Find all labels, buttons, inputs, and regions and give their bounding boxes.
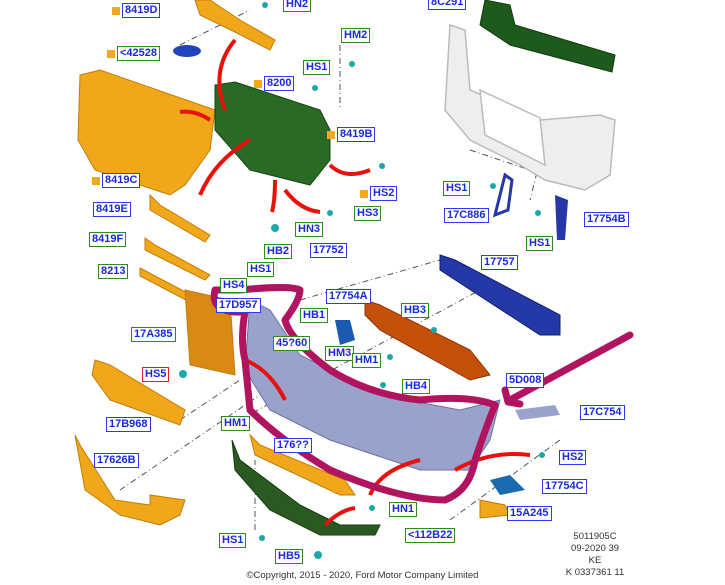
new-part-marker-icon [327,131,335,139]
bracket-17C886 [492,172,514,218]
part-callout[interactable]: 17C886 [444,208,489,223]
ford-oval-emblem [173,45,201,57]
part-callout[interactable]: 17754A [326,289,371,304]
part-callout[interactable]: HS2 [559,450,587,465]
bracket-17754C [490,475,525,495]
part-callout[interactable]: HB2 [264,244,293,259]
part-callout[interactable]: HM1 [352,353,382,368]
part-callout[interactable]: 8200 [264,76,295,91]
bumper-cover [244,299,501,471]
reinforcement-beam [439,254,561,336]
part-callout[interactable]: 17754B [584,212,629,227]
part-callout[interactable]: 17B968 [106,417,151,432]
part-callout[interactable]: 8213 [98,264,129,279]
part-callout[interactable]: HS4 [220,278,248,293]
drawing-code: KE [588,555,602,566]
part-callout[interactable]: <112B22 [405,528,456,543]
lower-valance [231,439,381,536]
part-callout[interactable]: HS5 [142,367,170,382]
part-callout[interactable]: HS1 [219,533,247,548]
part-callout[interactable]: 8419D [122,3,161,18]
part-callout[interactable]: HN3 [295,222,324,237]
part-callout[interactable]: 17A385 [131,327,176,342]
bracket-17754A [335,320,355,345]
highlight-annotation [210,284,634,504]
part-callout[interactable]: HB4 [402,379,431,394]
part-callout[interactable]: HB5 [275,549,304,564]
drawing-number: 5011905C [573,531,617,542]
part-callout[interactable]: HN1 [389,502,418,517]
trim-17C754 [515,405,560,420]
part-callout[interactable]: HN2 [283,0,312,12]
part-callout[interactable]: 17752 [310,243,347,258]
part-callout[interactable]: 8419B [337,127,376,142]
copyright: ©Copyright, 2015 - 2020, Ford Motor Comp… [246,570,479,581]
direction-arrows [179,38,531,527]
part-callout[interactable]: HB1 [300,308,329,323]
grille-trim-parts [74,0,511,526]
part-callout[interactable]: HS1 [526,236,554,251]
part-callout[interactable]: 176?? [274,438,312,453]
part-callout[interactable]: HM2 [341,28,371,43]
part-callout[interactable]: 8419F [89,232,127,247]
part-callout[interactable]: HM3 [325,346,355,361]
drawing-reference: K 0337361 11 [565,567,625,578]
part-callout[interactable]: HM1 [221,416,251,431]
part-callout[interactable]: 15A245 [507,506,552,521]
radiator-deflector [479,0,616,73]
part-callout[interactable]: 17757 [481,255,518,270]
drawing-date: 09-2020 39 [570,543,620,554]
new-part-marker-icon [107,50,115,58]
part-callout[interactable]: HS1 [247,262,275,277]
part-callout[interactable]: 17C754 [580,405,625,420]
part-callout[interactable]: HS1 [303,60,331,75]
new-part-marker-icon [92,177,100,185]
part-callout[interactable]: HS2 [370,186,398,201]
new-part-marker-icon [254,80,262,88]
part-callout[interactable]: 45?60 [273,336,311,351]
part-callout[interactable]: HB3 [401,303,430,318]
part-callout[interactable]: <42528 [117,46,161,61]
part-callout[interactable]: 8419E [93,202,131,217]
bracket-17754B [555,195,568,240]
part-callout[interactable]: 5D008 [506,373,545,388]
fasteners [179,2,545,559]
new-part-marker-icon [112,7,120,15]
part-callout[interactable]: HS1 [443,181,471,196]
part-callout[interactable]: 8419C [102,173,141,188]
part-callout[interactable]: 17626B [94,453,139,468]
energy-absorber [364,299,491,381]
part-callout[interactable]: 17D957 [216,298,261,313]
radiator-support [444,23,616,191]
grille-panel [214,81,331,186]
part-callout[interactable]: 8C291 [428,0,467,10]
part-callout[interactable]: 17754C [542,479,587,494]
new-part-marker-icon [360,190,368,198]
part-callout[interactable]: HS3 [354,206,382,221]
